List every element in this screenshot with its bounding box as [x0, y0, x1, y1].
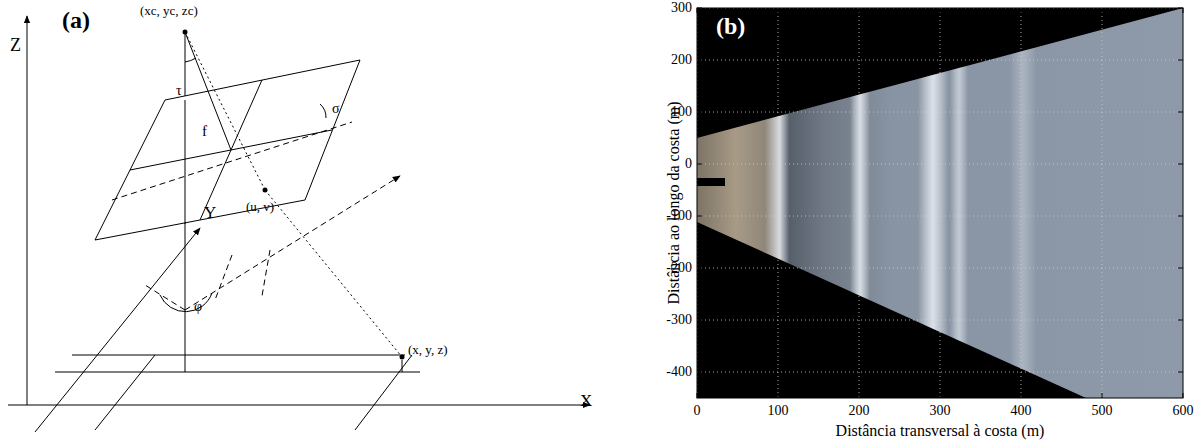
- tick: [940, 393, 941, 398]
- tick: [859, 8, 860, 13]
- tick-label: 400: [1011, 404, 1032, 418]
- camera-point: [183, 30, 188, 35]
- ground-point: [400, 355, 405, 360]
- tick: [1178, 268, 1183, 269]
- tick: [697, 320, 702, 321]
- point-label: (u, v): [246, 200, 274, 213]
- tick: [940, 8, 941, 13]
- tick-label: 200: [849, 404, 870, 418]
- tick: [1021, 393, 1022, 398]
- rectified-image: [697, 8, 1183, 398]
- plot-frame: [697, 8, 1183, 398]
- grid: [697, 8, 1183, 398]
- axis-title: Distância ao longo da costa (m): [666, 101, 682, 304]
- panel-letter: (a): [62, 8, 90, 32]
- tick-label: -400: [666, 365, 692, 379]
- grid-line: [778, 8, 779, 398]
- axis-title: Distância transversal à costa (m): [836, 423, 1045, 439]
- plot-background: [697, 8, 1183, 398]
- tick: [1183, 393, 1184, 398]
- tick: [778, 8, 779, 13]
- tick-label: 100: [768, 404, 789, 418]
- tick: [1178, 216, 1183, 217]
- angle-label: σ: [332, 102, 340, 116]
- tick: [1178, 112, 1183, 113]
- tick: [1178, 372, 1183, 373]
- tick: [1178, 60, 1183, 61]
- grid-line: [1102, 8, 1103, 398]
- tick-label: 600: [1173, 404, 1194, 418]
- tick-label: 0: [694, 404, 701, 418]
- tick: [859, 393, 860, 398]
- tick: [697, 112, 702, 113]
- tick-label: 200: [671, 53, 692, 67]
- tick: [778, 393, 779, 398]
- tick: [1021, 8, 1022, 13]
- tick-label: 300: [930, 404, 951, 418]
- tick-label: 500: [1092, 404, 1113, 418]
- tick: [697, 393, 698, 398]
- tick: [697, 372, 702, 373]
- grid-line: [859, 8, 860, 398]
- image-point: [263, 188, 268, 193]
- tick: [697, 8, 698, 13]
- tick: [697, 164, 702, 165]
- tick: [1178, 164, 1183, 165]
- tick-label: 300: [671, 1, 692, 15]
- tick: [697, 216, 702, 217]
- axis-name: Z: [10, 36, 21, 54]
- axis-name: X: [580, 392, 592, 409]
- tick-label: 0: [685, 157, 692, 171]
- tick: [697, 60, 702, 61]
- angle-label: τ: [176, 84, 182, 98]
- angle-label: φ: [194, 300, 202, 314]
- camera-geometry: [8, 16, 590, 432]
- point-label: (x, y, z): [408, 343, 448, 356]
- tick: [1102, 393, 1103, 398]
- tick: [1102, 8, 1103, 13]
- tick: [697, 8, 702, 9]
- grid-line: [940, 8, 941, 398]
- grid-line: [1021, 8, 1022, 398]
- focal-label: f: [202, 124, 207, 139]
- axis-name: Y: [204, 204, 216, 221]
- panel-letter: (b): [716, 14, 745, 38]
- point-label: (xc, yc, zc): [140, 4, 198, 17]
- tick: [1183, 8, 1184, 13]
- axis-ticks: [697, 8, 1183, 398]
- tick: [1178, 320, 1183, 321]
- tick: [697, 268, 702, 269]
- tick-label: -300: [666, 313, 692, 327]
- tick: [1178, 8, 1183, 9]
